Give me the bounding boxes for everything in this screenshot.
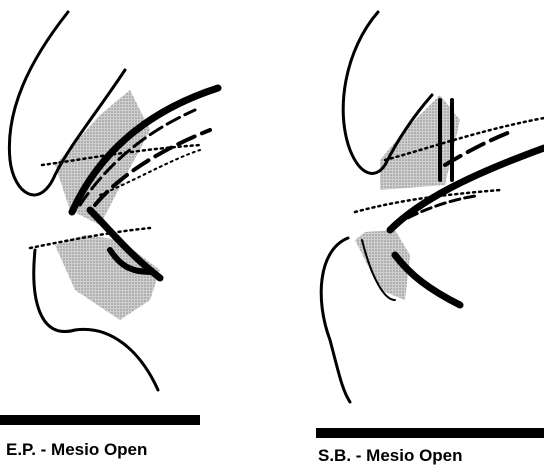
- right-lower-tooth-outline: [321, 238, 350, 402]
- right-panel-figure: [321, 12, 544, 402]
- right-baseline-bar: [316, 428, 544, 438]
- left-baseline-bar: [0, 415, 200, 425]
- left-panel-figure: [9, 12, 218, 390]
- left-caption: E.P. - Mesio Open: [6, 440, 147, 460]
- left-lower-shaded-region: [55, 235, 160, 320]
- right-caption: S.B. - Mesio Open: [318, 446, 463, 466]
